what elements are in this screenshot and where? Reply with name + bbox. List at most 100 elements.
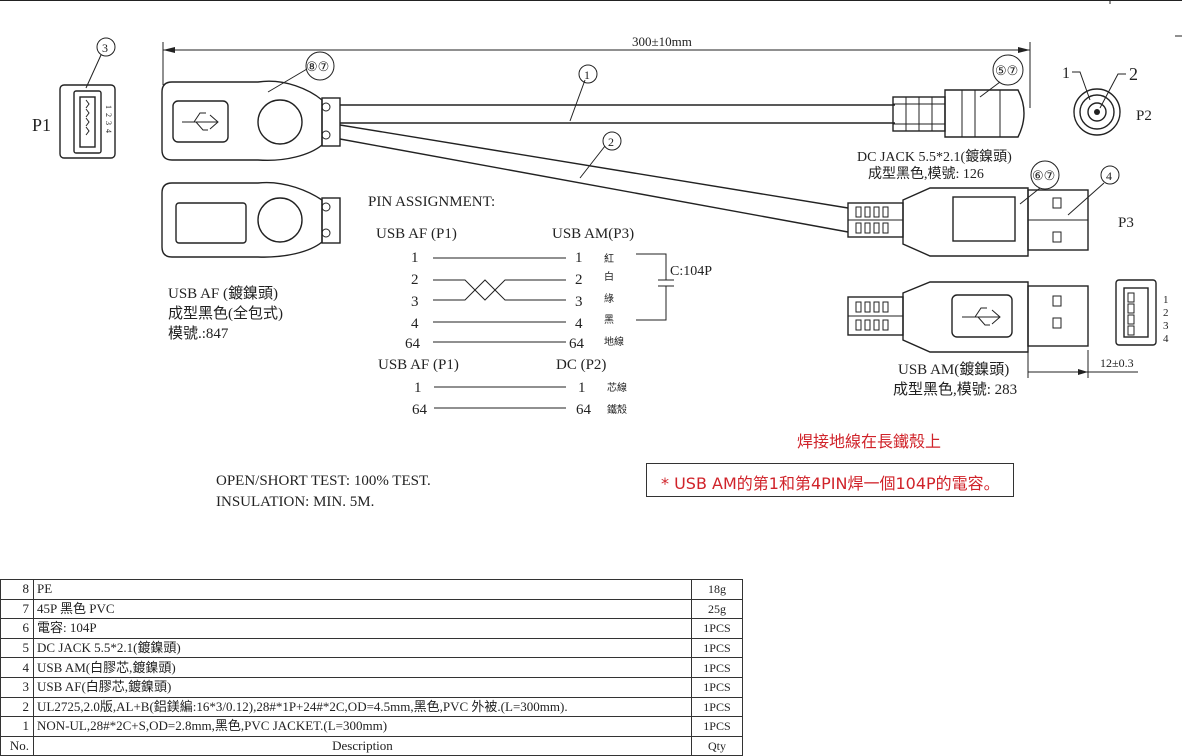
pin-assignment: PIN ASSIGNMENT: USB AF (P1) USB AM(P3) 1… <box>368 194 712 418</box>
p2-pin-2: 2 <box>1129 64 1138 84</box>
pitch-label: 12±0.3 <box>1100 356 1134 370</box>
bom-no: 3 <box>0 676 35 698</box>
usb-af-connector: ⑧⑦ <box>161 51 341 162</box>
bom-no: 2 <box>0 696 35 718</box>
p1-label: P1 <box>32 115 51 135</box>
balloon-3: 3 <box>102 41 108 55</box>
cable-1: 1 <box>340 64 895 124</box>
bom-desc: NON-UL,28#*2C+S,OD=2.8mm,黑色,PVC JACKET.(… <box>33 716 692 737</box>
cable-2: 2 <box>339 124 849 233</box>
test-line-2: INSULATION: MIN. 5M. <box>216 494 374 510</box>
usb-am-pin-3: 3 <box>1163 320 1169 332</box>
bom-desc: 電容: 104P <box>33 618 692 639</box>
pin-right-4: 4 <box>575 316 583 332</box>
length-label: 300±10mm <box>632 34 692 49</box>
pin-assignment-title: PIN ASSIGNMENT: <box>368 194 495 210</box>
bom-header-desc: Description <box>33 735 692 756</box>
p3-label: P3 <box>1118 215 1134 231</box>
pin-left-64: 64 <box>405 336 421 352</box>
pin-right-header: USB AM(P3) <box>552 226 634 242</box>
pin-left-2: 2 <box>411 272 419 288</box>
bom-header-no: No. <box>0 735 35 756</box>
dc-jack-line1: DC JACK 5.5*2.1(鍍鎳頭) <box>857 148 1012 165</box>
bom-qty: 1PCS <box>690 618 744 639</box>
balloon-57: ⑤⑦ <box>995 63 1018 78</box>
pin2-right-1: 1 <box>578 380 586 396</box>
bom-qty: 1PCS <box>690 637 744 659</box>
pin2-color-shell: 鐵殼 <box>607 403 627 416</box>
pin-left-header-2: USB AF (P1) <box>378 357 459 373</box>
dc-jack-line2: 成型黑色,模號: 126 <box>868 165 984 182</box>
usb-af-line1: USB AF (鍍鎳頭) <box>168 284 278 302</box>
bom-qty: 25g <box>690 598 744 620</box>
usb-af-side-view <box>161 181 341 258</box>
bom-desc: USB AF(白膠芯,鍍鎳頭) <box>33 676 692 698</box>
bom-qty: 1PCS <box>690 716 744 737</box>
usb-am-pin-4: 4 <box>1163 333 1169 345</box>
bom-header-qty: Qty <box>690 735 744 756</box>
pin-left-3: 3 <box>411 294 419 310</box>
usb-am-line1: USB AM(鍍鎳頭) <box>898 360 1009 378</box>
p2-pin-1: 1 <box>1062 65 1070 82</box>
p1-pin-3: 3 <box>104 121 113 125</box>
usb-af-label: USB AF (鍍鎳頭) 成型黑色(全包式) 模號.:847 <box>168 284 283 342</box>
capacitor-note: * USB AM的第1和第4PIN焊一個104P的電容。 <box>646 463 1014 497</box>
bom-desc: USB AM(白膠芯,鍍鎳頭) <box>33 657 692 678</box>
bom-qty: 18g <box>690 579 744 600</box>
bom-desc: PE <box>33 579 692 600</box>
pin-left-4: 4 <box>411 316 419 332</box>
pin-right-3: 3 <box>575 294 583 310</box>
balloon-87: ⑧⑦ <box>306 59 329 74</box>
balloon-2: 2 <box>608 135 614 149</box>
pin2-left-1: 1 <box>414 380 422 396</box>
bom-no: 4 <box>0 657 35 678</box>
p1-pin-1: 1 <box>104 105 113 109</box>
pin-color-green: 綠 <box>604 293 614 305</box>
pin2-right-64: 64 <box>576 402 592 418</box>
bom-no: 7 <box>0 598 35 620</box>
bom-qty: 1PCS <box>690 676 744 698</box>
balloon-67: ⑥⑦ <box>1032 168 1055 183</box>
cap-label: C:104P <box>670 264 712 279</box>
bom-no: 1 <box>0 716 35 737</box>
pin-left-header: USB AF (P1) <box>376 226 457 242</box>
pin-color-black: 黑 <box>604 314 614 326</box>
p1-front-view: P1 1 2 3 4 3 <box>32 37 116 159</box>
balloon-1: 1 <box>584 68 590 82</box>
pin-color-white: 白 <box>604 270 614 283</box>
usb-af-line3: 模號.:847 <box>168 325 229 342</box>
usb-am-end-view: 1 2 3 4 <box>1115 279 1169 346</box>
usb-am-top-view: USB AM(鍍鎳頭) 成型黑色,模號: 283 12±0.3 <box>847 281 1138 398</box>
pin-right-2: 2 <box>575 272 583 288</box>
p1-pin-2: 2 <box>104 113 113 117</box>
bom-qty: 1PCS <box>690 657 744 678</box>
pin-color-red: 紅 <box>604 253 614 265</box>
usb-am-connector: ⑥⑦ 4 P3 <box>847 160 1134 257</box>
length-dimension: 300±10mm <box>162 34 1031 108</box>
pin-color-ground: 地線 <box>604 335 624 348</box>
dc-jack: ⑤⑦ DC JACK 5.5*2.1(鍍鎳頭) 成型黑色,模號: 126 <box>857 54 1025 182</box>
usb-am-line2: 成型黑色,模號: 283 <box>893 381 1017 398</box>
pin2-left-64: 64 <box>412 402 428 418</box>
bom-desc: 45P 黑色 PVC <box>33 598 692 620</box>
pin-right-64: 64 <box>569 336 585 352</box>
bom-desc: UL2725,2.0版,AL+B(鋁鎂編:16*3/0.12),28#*1P+2… <box>33 696 692 718</box>
p2-end-view: 1 2 P2 <box>1062 64 1152 136</box>
usb-am-pin-1: 1 <box>1163 294 1169 306</box>
bom-no: 8 <box>0 579 35 600</box>
weld-note: 焊接地線在長鐵殼上 <box>797 432 942 451</box>
test-line-1: OPEN/SHORT TEST: 100% TEST. <box>216 473 431 489</box>
bom-no: 5 <box>0 637 35 659</box>
pin-right-1: 1 <box>575 250 583 266</box>
bom-desc: DC JACK 5.5*2.1(鍍鎳頭) <box>33 637 692 659</box>
p2-label: P2 <box>1136 108 1152 124</box>
